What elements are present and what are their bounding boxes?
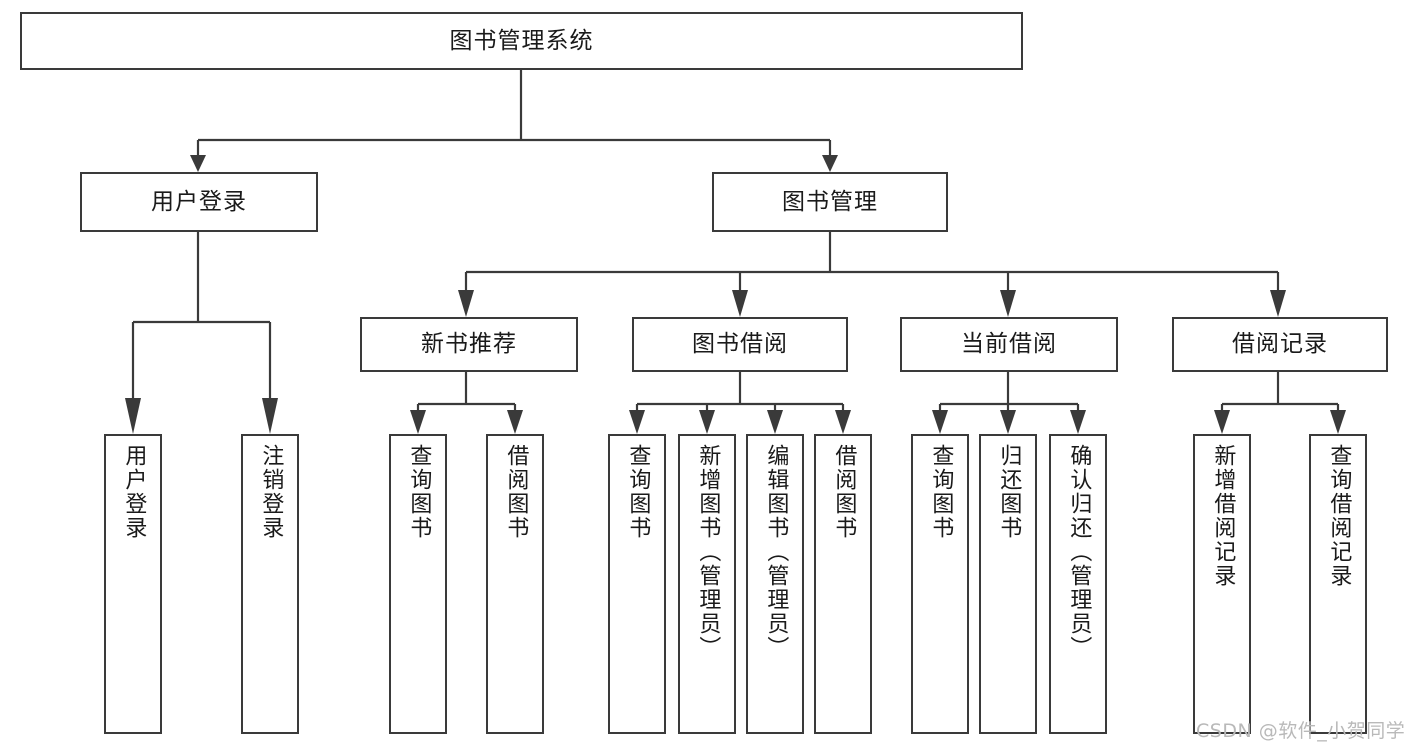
node-current-borrow-label: 当前借阅	[961, 331, 1057, 358]
arrow-current-l3	[1070, 410, 1086, 434]
leaf-record-add-record[interactable]: 新增借阅记录	[1193, 434, 1251, 734]
arrow-bookmgmt-c1	[458, 290, 474, 317]
arrow-record-l2	[1330, 410, 1346, 434]
leaf-current-confirm-return[interactable]: 确认归还（管理员）	[1049, 434, 1107, 734]
leaf-current-confirm-return-label: 确认归还（管理员）	[1066, 444, 1092, 660]
leaf-borrow-query-book[interactable]: 查询图书	[608, 434, 666, 734]
leaf-current-return-book[interactable]: 归还图书	[979, 434, 1037, 734]
leaf-borrow-add-book-label: 新增图书（管理员）	[695, 444, 721, 660]
node-root[interactable]: 图书管理系统	[20, 12, 1023, 70]
leaf-newbook-query-book-label: 查询图书	[406, 444, 432, 540]
leaf-borrow-query-book-label: 查询图书	[625, 444, 651, 540]
arrow-user-leaf1	[125, 398, 141, 434]
node-book-management[interactable]: 图书管理	[712, 172, 948, 232]
leaf-record-add-record-label: 新增借阅记录	[1210, 444, 1236, 588]
node-book-borrow-label: 图书借阅	[692, 331, 788, 358]
node-current-borrow[interactable]: 当前借阅	[900, 317, 1118, 372]
arrow-bookmgmt-c4	[1270, 290, 1286, 317]
arrow-borrow-l2	[699, 410, 715, 434]
csdn-watermark: CSDN @软件_小贺同学	[1196, 720, 1405, 742]
arrow-newbook-l1	[410, 410, 426, 434]
leaf-logout-label: 注销登录	[258, 444, 284, 540]
leaf-record-query-record-label: 查询借阅记录	[1326, 444, 1352, 588]
node-root-label: 图书管理系统	[449, 27, 594, 54]
arrow-bookmgmt-c2	[732, 290, 748, 317]
arrow-borrow-l1	[629, 410, 645, 434]
node-user-login[interactable]: 用户登录	[80, 172, 318, 232]
leaf-current-query-book[interactable]: 查询图书	[911, 434, 969, 734]
leaf-current-return-book-label: 归还图书	[996, 444, 1022, 540]
arrow-current-l1	[932, 410, 948, 434]
arrow-root-to-user	[190, 155, 206, 172]
leaf-logout[interactable]: 注销登录	[241, 434, 299, 734]
leaf-user-login-label: 用户登录	[121, 444, 147, 540]
node-book-management-label: 图书管理	[782, 188, 878, 215]
node-book-borrow[interactable]: 图书借阅	[632, 317, 848, 372]
node-borrow-record[interactable]: 借阅记录	[1172, 317, 1388, 372]
node-borrow-record-label: 借阅记录	[1232, 331, 1328, 358]
leaf-borrow-edit-book[interactable]: 编辑图书（管理员）	[746, 434, 804, 734]
arrow-bookmgmt-c3	[1000, 290, 1016, 317]
node-new-book-recommend-label: 新书推荐	[421, 331, 517, 358]
node-new-book-recommend[interactable]: 新书推荐	[360, 317, 578, 372]
node-user-login-label: 用户登录	[151, 188, 247, 215]
leaf-current-query-book-label: 查询图书	[928, 444, 954, 540]
leaf-borrow-borrow-book[interactable]: 借阅图书	[814, 434, 872, 734]
arrow-user-leaf2	[262, 398, 278, 434]
arrow-current-l2	[1000, 410, 1016, 434]
leaf-borrow-add-book[interactable]: 新增图书（管理员）	[678, 434, 736, 734]
arrow-root-to-bookmgmt	[822, 155, 838, 172]
leaf-newbook-borrow-book[interactable]: 借阅图书	[486, 434, 544, 734]
leaf-user-login[interactable]: 用户登录	[104, 434, 162, 734]
leaf-newbook-borrow-book-label: 借阅图书	[503, 444, 529, 540]
leaf-borrow-borrow-book-label: 借阅图书	[831, 444, 857, 540]
arrow-borrow-l4	[835, 410, 851, 434]
leaf-record-query-record[interactable]: 查询借阅记录	[1309, 434, 1367, 734]
arrow-borrow-l3	[767, 410, 783, 434]
leaf-borrow-edit-book-label: 编辑图书（管理员）	[763, 444, 789, 660]
arrow-newbook-l2	[507, 410, 523, 434]
arrow-record-l1	[1214, 410, 1230, 434]
leaf-newbook-query-book[interactable]: 查询图书	[389, 434, 447, 734]
